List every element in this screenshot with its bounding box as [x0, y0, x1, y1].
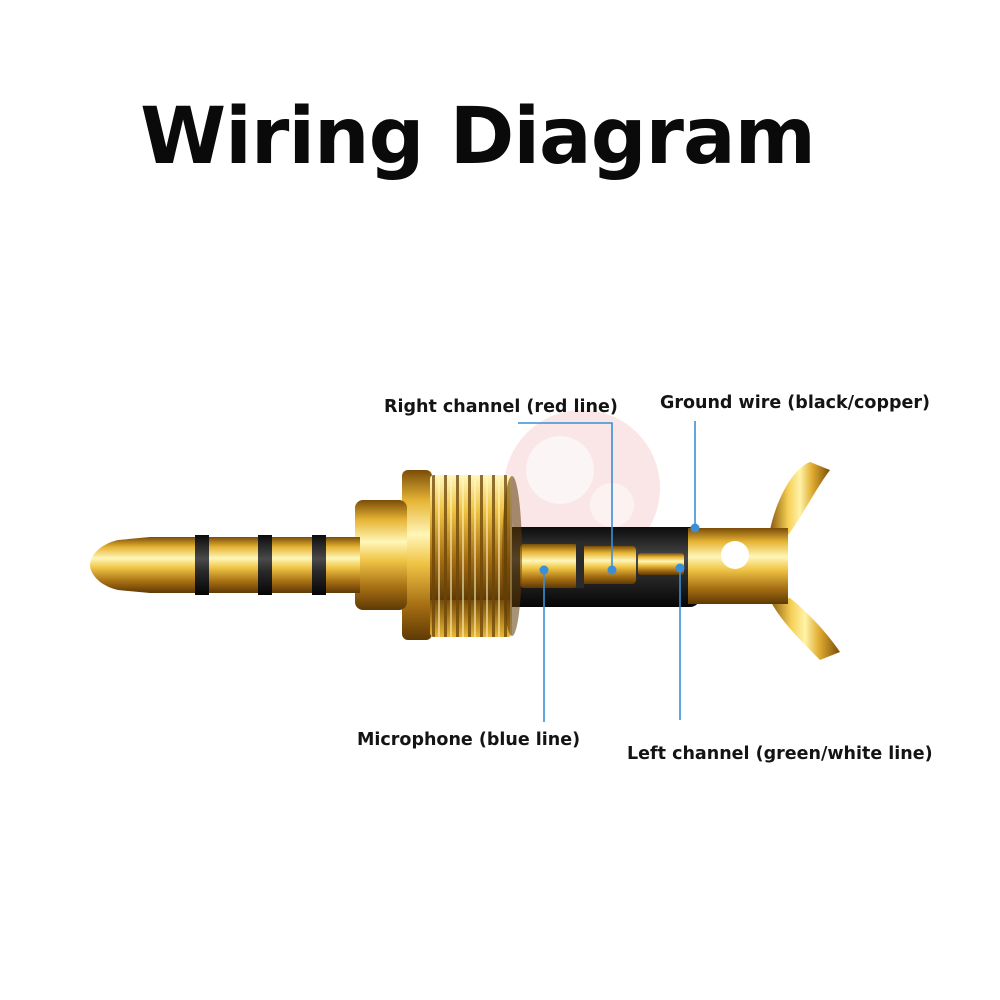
left-channel-dot	[675, 563, 685, 573]
left-channel-conductor	[638, 553, 684, 575]
right-channel-leader	[518, 422, 613, 570]
right-channel-label: Right channel (red line)	[384, 397, 618, 417]
insulator-ring	[312, 535, 326, 595]
flange	[355, 500, 407, 610]
ground-wire-dot	[690, 523, 700, 533]
ground-solder-tab	[688, 462, 840, 660]
microphone-label: Microphone (blue line)	[357, 730, 581, 750]
microphone-dot	[539, 565, 549, 575]
leader-dots	[539, 523, 700, 575]
threaded-collar	[402, 470, 522, 640]
insulator-ring	[195, 535, 209, 595]
leader-lines	[518, 421, 696, 722]
right-channel-dot	[607, 565, 617, 575]
page-title: Wiring Diagram	[140, 92, 816, 182]
right-channel-conductor	[576, 542, 636, 588]
insulator-ring	[258, 535, 272, 595]
left-channel-label: Left channel (green/white line)	[627, 744, 933, 764]
plug-shaft	[90, 535, 360, 595]
microphone-conductor	[520, 544, 578, 588]
plug-tip	[90, 537, 150, 593]
ground-wire-label: Ground wire (black/copper)	[660, 393, 930, 413]
